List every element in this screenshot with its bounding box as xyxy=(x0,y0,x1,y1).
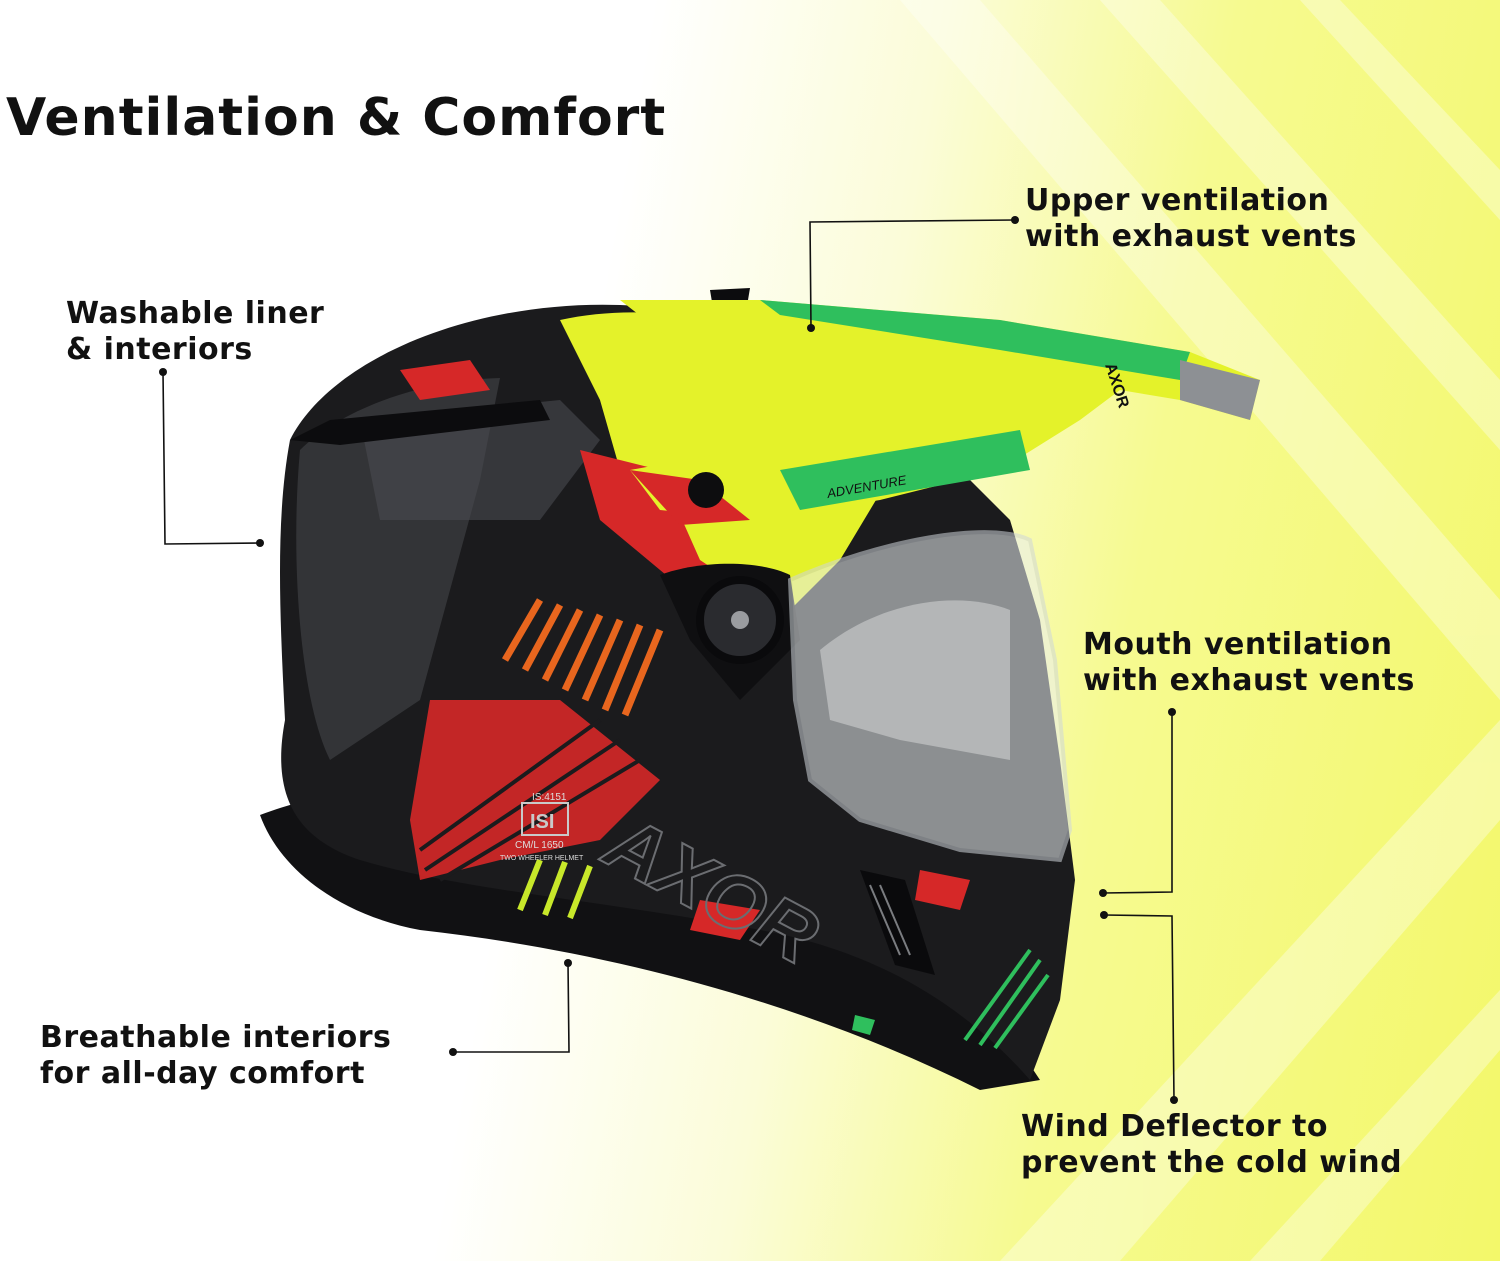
peak-screw xyxy=(688,472,724,508)
feature-upper-line2: with exhaust vents xyxy=(1025,219,1357,254)
chin-vent xyxy=(860,870,935,975)
feature-breathable-line2: for all-day comfort xyxy=(40,1056,365,1091)
feature-upper-ventilation: Upper ventilation with exhaust vents xyxy=(1025,183,1357,255)
feature-mouth-ventilation: Mouth ventilation with exhaust vents xyxy=(1083,627,1415,699)
cert-licence-text: CM/L 1650 xyxy=(515,840,564,851)
feature-wind-deflector: Wind Deflector to prevent the cold wind xyxy=(1021,1109,1402,1181)
isi-mark-text: ISI xyxy=(530,811,554,833)
feature-wind-line2: prevent the cold wind xyxy=(1021,1145,1403,1180)
top-vent xyxy=(290,400,550,445)
cert-note-text: TWO WHEELER HELMET xyxy=(500,855,584,862)
feature-mouth-line2: with exhaust vents xyxy=(1083,663,1415,698)
feature-breathable-interiors: Breathable interiors for all-day comfort xyxy=(40,1020,391,1092)
feature-washable-line2: & interiors xyxy=(66,332,253,367)
feature-wind-line1: Wind Deflector to xyxy=(1021,1109,1329,1144)
cert-code-text: IS:4151 xyxy=(532,792,567,803)
feature-mouth-line1: Mouth ventilation xyxy=(1083,627,1393,662)
feature-washable-line1: Washable liner xyxy=(66,296,325,331)
page-title: Ventilation & Comfort xyxy=(6,88,667,148)
isi-mark xyxy=(521,802,569,836)
feature-breathable-line1: Breathable interiors xyxy=(40,1020,392,1055)
clear-visor xyxy=(787,530,1073,863)
feature-upper-line1: Upper ventilation xyxy=(1025,183,1330,218)
feature-washable-liner: Washable liner & interiors xyxy=(66,296,324,368)
